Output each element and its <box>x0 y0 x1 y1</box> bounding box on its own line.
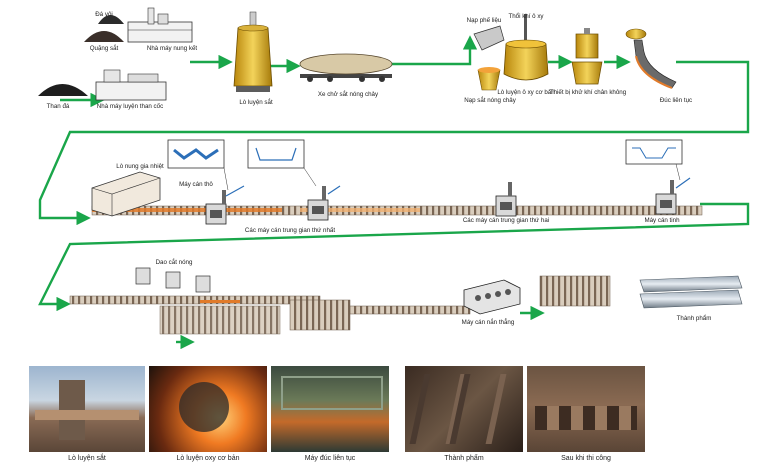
photo-caption-2: Lò luyện oxy cơ bản <box>176 455 240 462</box>
blast-furnace-icon <box>233 11 273 92</box>
scrap-chute-icon <box>473 25 505 51</box>
label-limestone: Đá vôi <box>95 11 113 18</box>
installed-sheet-pile-photo <box>527 366 645 452</box>
finished-sheet-pile-icon <box>639 275 743 309</box>
flow-line <box>38 35 750 350</box>
finishing-mill-stand-icon <box>655 177 691 215</box>
caster-photo <box>271 366 389 452</box>
ladle-icon <box>477 67 501 91</box>
label-blast-furnace: Lò luyện sắt <box>239 99 273 106</box>
continuous-caster-icon <box>625 28 677 89</box>
blast-furnace-photo <box>29 366 145 452</box>
roughing-profile-callout <box>167 139 229 191</box>
limestone-pile-icon <box>98 15 124 24</box>
finishing-profile-callout <box>625 139 683 181</box>
wall-profile <box>535 406 637 430</box>
roller-table <box>91 205 703 216</box>
label-sinter-plant: Nhà máy nung kết <box>147 45 197 52</box>
label-finished-product: Thành phẩm <box>677 315 712 322</box>
label-hot-metal-charge: Nạp sắt nóng chảy <box>464 97 517 104</box>
label-coke-plant: Nhà máy luyện than cốc <box>97 103 163 110</box>
furnace-pipes <box>35 410 139 420</box>
photo-caption-1: Lò luyện sắt <box>68 455 106 462</box>
label-scrap-charge-text: Nạp phế liệu <box>467 17 502 24</box>
label-vacuum-degasser: Thiết bị khử khí chân không <box>550 89 627 96</box>
label-scrap-charge: Nạp phế liệu <box>467 17 502 24</box>
label-iron-ore: Quặng sắt <box>90 45 119 52</box>
label-second-intermediate: Các máy cán trung gian thứ hai <box>463 217 549 224</box>
iron-ore-pile-icon <box>84 31 124 42</box>
label-torpedo-car: Xe chở sắt nóng chảy <box>318 91 379 98</box>
photo-caption-3: Máy đúc liên tục <box>304 455 356 462</box>
sheet-pile-stack-photo <box>405 366 523 452</box>
label-roughing-mill: Máy cán thô <box>179 181 213 188</box>
vacuum-degasser-icon <box>571 28 603 85</box>
bof-icon <box>503 14 549 81</box>
bottom-roller-table <box>69 275 611 335</box>
label-first-intermediate: Các máy cán trung gian thứ nhất <box>245 227 335 234</box>
straightener-icon <box>463 279 521 315</box>
first-intermediate-mill-stand-icon <box>307 185 341 221</box>
caster-frame <box>281 376 383 410</box>
label-reheating-furnace: Lò nung gia nhiệt <box>116 163 164 170</box>
photo-caption-4: Thành phẩm <box>444 455 484 462</box>
reheating-furnace-icon <box>91 171 161 217</box>
label-oxygen-blow: Thổi khí ô xy <box>508 13 544 20</box>
label-finishing-mill: Máy cán tinh <box>644 217 680 224</box>
torpedo-car-icon <box>299 53 393 82</box>
intermediate-profile-callout <box>247 139 317 187</box>
converter-vessel <box>179 382 229 432</box>
roughing-mill-stand-icon <box>205 185 245 225</box>
coal-pile-icon <box>38 84 88 96</box>
label-continuous-casting: Đúc liên tục <box>660 97 692 104</box>
bof-pour-photo <box>149 366 267 452</box>
second-intermediate-mill-stand-icon <box>495 182 517 217</box>
label-bof: Lò luyện ô xy cơ bản <box>497 89 555 96</box>
coke-plant-icon <box>95 69 167 101</box>
photo-caption-5: Sau khi thi công <box>561 455 611 462</box>
hot-saw-icon <box>135 267 211 293</box>
label-coal: Than đá <box>47 103 70 110</box>
label-hot-saw: Dao cắt nóng <box>156 259 193 266</box>
label-straightener: Máy cán nắn thẳng <box>462 319 515 326</box>
sinter-plant-icon <box>127 7 193 43</box>
